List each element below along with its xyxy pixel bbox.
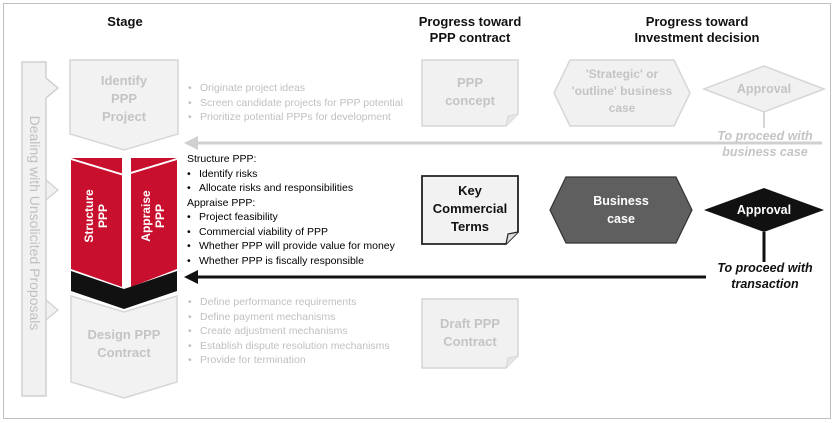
list-item: •Create adjustment mechanisms: [188, 325, 348, 337]
design-stage-chevron: [70, 294, 178, 399]
list-item: •Commercial viability of PPP: [187, 225, 328, 238]
identify-stage-label: Identify PPP Project: [100, 73, 148, 124]
list-item: •Originate project ideas: [188, 82, 306, 94]
approval-1-label: Approval: [736, 82, 792, 96]
black-chevron-divider: [71, 271, 177, 309]
approval-diamond-2: [704, 188, 824, 232]
appraise-stage-chevron: [131, 158, 177, 287]
strategic-case-hexagon: [553, 59, 691, 127]
list-item: •Prioritize potential PPPs for developme…: [188, 111, 391, 123]
list-item: •Establish dispute resolution mechanisms: [188, 339, 390, 352]
structure-stage-chevron: [71, 158, 122, 287]
appraise-heading: Appraise PPP:: [187, 196, 256, 209]
list-item: •Allocate risks and responsibilities: [187, 182, 354, 194]
identify-bullet-list: •Originate project ideas •Screen candida…: [188, 81, 418, 125]
design-bullet-list: •Define performance requirements •Define…: [188, 295, 418, 368]
design-stage-label: Design PPP Contract: [87, 327, 161, 360]
list-item: •Provide for termination: [188, 354, 306, 366]
identify-stage-chevron: [69, 59, 179, 151]
list-item: •Project feasibility: [187, 211, 278, 223]
list-item: •Screen candidate projects for PPP poten…: [188, 96, 403, 109]
structure-appraise-bullet-list: Structure PPP: •Identify risks •Allocate…: [187, 152, 417, 268]
business-case-hexagon: [549, 176, 693, 244]
list-item: •Whether PPP is fiscally responsible: [187, 254, 364, 267]
list-item: •Define payment mechanisms: [188, 310, 336, 323]
structure-heading: Structure PPP:: [187, 153, 257, 165]
stage-header: Stage: [107, 14, 143, 29]
unsolicited-proposals-bracket: [21, 61, 60, 397]
list-item: •Identify risks: [187, 167, 258, 180]
list-item: •Define performance requirements: [188, 296, 357, 308]
approval-2-label: Approval: [736, 203, 792, 217]
unsolicited-proposals-label: Dealing with Unsolicited Proposals: [27, 115, 43, 331]
list-item: •Whether PPP will provide value for mone…: [187, 240, 395, 252]
